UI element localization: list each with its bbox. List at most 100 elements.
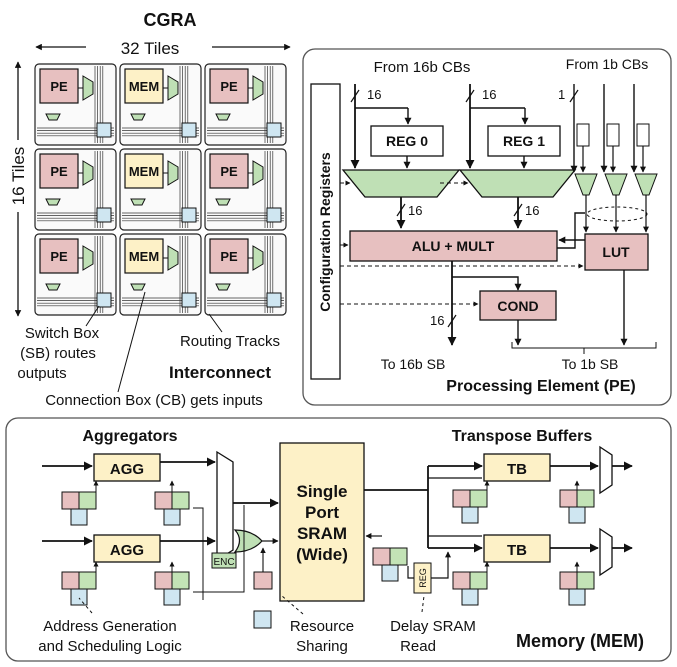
schedule-unit	[469, 571, 488, 590]
width-16-d: 16	[525, 203, 539, 218]
sram-line4: (Wide)	[296, 545, 348, 564]
addr-gen-unit	[61, 571, 80, 590]
delay-reg-label: REG	[418, 568, 428, 588]
switch-box	[96, 207, 112, 223]
tile-label: PE	[220, 249, 238, 264]
ctrl-bus	[193, 507, 204, 600]
tile-label: PE	[50, 79, 68, 94]
addr-gen-unit	[154, 571, 173, 590]
reg1-box	[487, 125, 561, 157]
counter-unit	[163, 508, 181, 526]
cond-label: COND	[497, 298, 538, 314]
to-16b-label: To 16b SB	[381, 356, 446, 372]
shared-counter-unit	[253, 610, 272, 629]
switch-box	[266, 292, 282, 308]
tile-label: MEM	[129, 164, 159, 179]
connection-box-mux	[45, 113, 61, 121]
tb2-box	[483, 534, 551, 563]
schedule-unit	[171, 491, 190, 510]
connection-box-mux	[252, 75, 264, 101]
reg1-label: REG 1	[503, 133, 545, 149]
sb-label-line2: (SB) routes	[20, 345, 96, 362]
alu-box	[349, 230, 558, 262]
delay-callout	[421, 595, 425, 613]
schedule-unit	[171, 571, 190, 590]
counter-unit	[461, 588, 479, 606]
switch-box	[266, 207, 282, 223]
counter-unit	[568, 588, 586, 606]
agg2-box	[93, 534, 161, 563]
tb1-box	[483, 453, 551, 482]
cb-callout-line	[117, 291, 146, 393]
connection-box-mux	[82, 160, 94, 186]
bit-mux	[634, 173, 658, 196]
pe-tile	[39, 68, 79, 104]
aggregators-label: Aggregators	[82, 428, 177, 445]
tile-label: PE	[50, 249, 68, 264]
connection-box-mux	[167, 160, 179, 186]
transpose-label: Transpose Buffers	[452, 428, 593, 445]
from-1b-label: From 1b CBs	[566, 56, 648, 72]
address-generator-units	[61, 480, 595, 629]
pe-tile	[209, 238, 249, 274]
width-label: 32 Tiles	[121, 39, 180, 58]
cgra-title: CGRA	[144, 10, 197, 30]
tile-label: PE	[50, 164, 68, 179]
connection-box-mux	[82, 75, 94, 101]
sram-line1: Single	[296, 482, 347, 501]
interconnect-label: Interconnect	[169, 363, 271, 382]
enc-label: ENC	[213, 557, 234, 568]
sb-callout-line	[85, 305, 100, 327]
schedule-unit	[78, 571, 97, 590]
pe-tile	[39, 153, 79, 189]
addr-gen-unit	[559, 489, 578, 508]
connection-box-mux	[215, 198, 231, 206]
tile-label: MEM	[129, 249, 159, 264]
mem-section: Aggregators Transpose Buffers AGG AGG EN…	[5, 417, 672, 662]
counter-unit	[163, 588, 181, 606]
schedule-unit	[78, 491, 97, 510]
connection-box-mux	[215, 113, 231, 121]
in-a-slash	[350, 89, 360, 103]
addr-gen-unit	[559, 571, 578, 590]
shared-addr-unit	[253, 571, 273, 590]
delay-read-line2: Read	[400, 638, 436, 655]
delay-read-line1: Delay SRAM	[390, 618, 476, 635]
ctrl-bus	[193, 505, 245, 593]
connection-box-mux	[45, 283, 61, 291]
sb-label-line1: Switch Box	[25, 325, 100, 342]
width-1: 1	[558, 87, 565, 102]
addr-gen-unit	[372, 547, 391, 566]
switch-box	[266, 122, 282, 138]
delay-path	[407, 566, 414, 579]
alu-out-slash	[447, 314, 457, 328]
connection-box-mux	[130, 113, 146, 121]
mem-tile	[124, 153, 164, 189]
in-b-slash	[465, 89, 475, 103]
bit-mux	[574, 173, 598, 196]
pe-title: Processing Element (PE)	[446, 378, 635, 395]
switch-box	[96, 122, 112, 138]
counter-unit	[70, 588, 88, 606]
cond-box	[479, 290, 557, 321]
addr-gen-unit	[452, 571, 471, 590]
mux-a	[341, 169, 461, 198]
counter-unit	[381, 564, 399, 582]
pe-tile	[209, 68, 249, 104]
bit-register	[606, 123, 620, 147]
connection-box-mux	[45, 198, 61, 206]
mux-b	[458, 169, 577, 198]
tb1-label: TB	[507, 461, 527, 478]
pe-frame	[302, 48, 672, 406]
alu-label: ALU + MULT	[412, 238, 495, 254]
switch-box	[181, 122, 197, 138]
pe-tile	[39, 238, 79, 274]
bit-register	[576, 123, 590, 147]
schedule-unit	[389, 547, 408, 566]
schedule-unit	[576, 571, 595, 590]
width-16-c: 16	[408, 203, 422, 218]
sram-line3: SRAM	[297, 524, 347, 543]
lut-input-lanes	[574, 84, 658, 233]
